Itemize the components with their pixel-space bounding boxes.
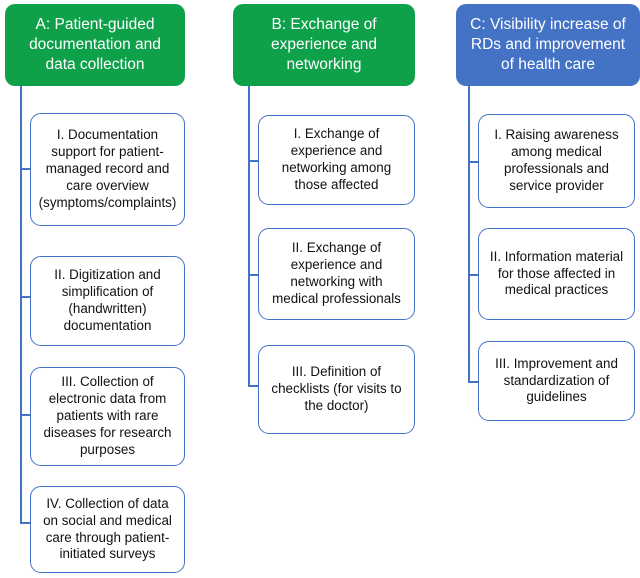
item-box-c-2[interactable]: II. Information material for those affec… bbox=[478, 228, 635, 320]
item-box-b-2[interactable]: II. Exchange of experience and networkin… bbox=[258, 228, 415, 320]
connector-stub-a-1 bbox=[20, 168, 31, 170]
connector-stub-c-3 bbox=[468, 381, 479, 383]
item-box-b-1[interactable]: I. Exchange of experience and networking… bbox=[258, 115, 415, 205]
connector-stub-c-1 bbox=[468, 161, 479, 163]
diagram-column-a: A: Patient-guided documentation and data… bbox=[0, 0, 220, 578]
connector-stub-b-3 bbox=[248, 385, 259, 387]
item-box-b-3[interactable]: III. Definition of checklists (for visit… bbox=[258, 345, 415, 434]
item-box-a-3[interactable]: III. Collection of electronic data from … bbox=[30, 367, 185, 466]
category-header-a[interactable]: A: Patient-guided documentation and data… bbox=[5, 4, 185, 86]
connector-stub-b-2 bbox=[248, 274, 259, 276]
connector-spine-c bbox=[468, 86, 470, 382]
category-header-b[interactable]: B: Exchange of experience and networking bbox=[233, 4, 415, 86]
item-box-a-4[interactable]: IV. Collection of data on social and med… bbox=[30, 486, 185, 573]
connector-stub-c-2 bbox=[468, 274, 479, 276]
connector-stub-a-4 bbox=[20, 522, 31, 524]
item-box-a-1[interactable]: I. Documentation support for patient-man… bbox=[30, 113, 185, 226]
item-box-c-1[interactable]: I. Raising awareness among medical profe… bbox=[478, 114, 635, 208]
diagram-column-b: B: Exchange of experience and networking… bbox=[228, 0, 428, 578]
category-header-c[interactable]: C: Visibility increase of RDs and improv… bbox=[456, 4, 640, 86]
connector-stub-a-3 bbox=[20, 414, 31, 416]
connector-spine-a bbox=[20, 86, 22, 523]
connector-stub-a-2 bbox=[20, 296, 31, 298]
item-box-c-3[interactable]: III. Improvement and standardization of … bbox=[478, 341, 635, 421]
item-box-a-2[interactable]: II. Digitization and simplification of (… bbox=[30, 256, 185, 346]
connector-stub-b-1 bbox=[248, 160, 259, 162]
diagram-column-c: C: Visibility increase of RDs and improv… bbox=[448, 0, 640, 578]
connector-spine-b bbox=[248, 86, 250, 386]
